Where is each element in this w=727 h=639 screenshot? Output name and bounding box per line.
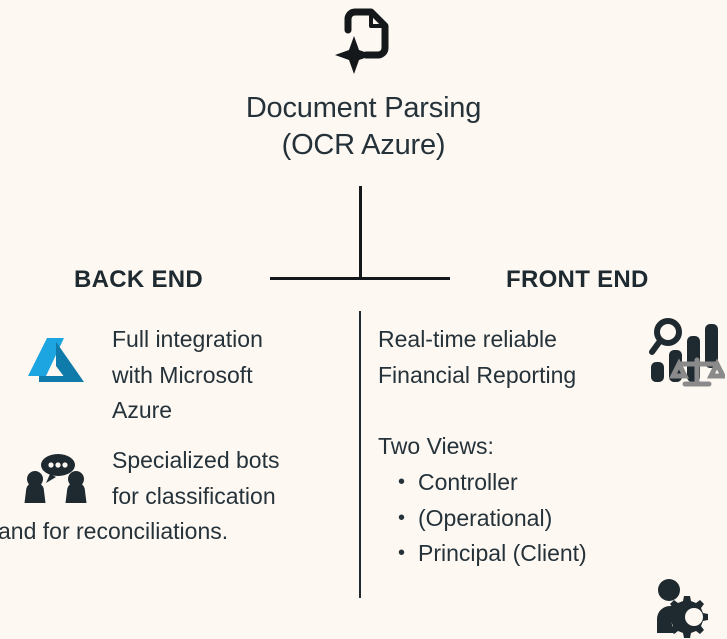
front-end-feature-reporting-text: Real-time reliable Financial Reporting [378,322,727,393]
views-title: Two Views: [378,433,494,460]
feature-line: Financial Reporting [378,361,577,388]
chat-bots-icon [24,453,87,503]
list-item: Controller [398,465,727,501]
back-end-feature-azure-text: Full integration with Microsoft Azure [0,322,350,429]
feature-line: with Microsoft [112,361,253,388]
connector-vertical-line [359,186,362,280]
back-end-feature-azure: Full integration with Microsoft Azure [0,322,350,429]
list-item: Principal (Client) [398,536,727,572]
list-item-continuation: (Operational) [398,501,727,537]
feature-line: Real-time reliable [378,326,557,352]
connector-horizontal-line [270,277,450,280]
top-node-title-line2: (OCR Azure) [281,128,446,161]
feature-line: for classification [112,482,276,509]
back-end-feature-bots-text: Specialized bots for classification [0,443,350,514]
list-item-continuation-text: (Operational) [418,504,553,531]
section-heading-back-end: BACK END [74,266,204,293]
front-end-feature-views: Two Views: Controller (Operational) Prin… [378,429,727,639]
person-gear-icon [657,579,708,639]
views-list: Controller (Operational) Principal (Clie… [378,465,727,572]
feature-line: Full integration [112,326,263,352]
feature-line-overflow: and for reconciliations. [0,518,229,545]
top-node-title: Document Parsing (OCR Azure) [0,90,727,164]
top-node: Document Parsing (OCR Azure) [0,8,727,164]
front-end-column: Real-time reliable Financial Reporting T… [378,318,727,639]
data-analysis-scale-icon [649,318,725,387]
microsoft-azure-logo [28,338,84,382]
back-end-column: Full integration with Microsoft Azure Sp… [0,322,350,550]
column-divider [359,311,361,598]
feature-line: Azure [112,397,173,424]
top-node-title-line1: Document Parsing [245,92,482,124]
section-heading-front-end: FRONT END [506,266,649,293]
document-sparkle-icon [334,8,388,74]
feature-line: Specialized bots [112,446,280,473]
back-end-feature-bots: Specialized bots for classification and … [0,443,350,550]
front-end-feature-reporting: Real-time reliable Financial Reporting [378,318,727,393]
